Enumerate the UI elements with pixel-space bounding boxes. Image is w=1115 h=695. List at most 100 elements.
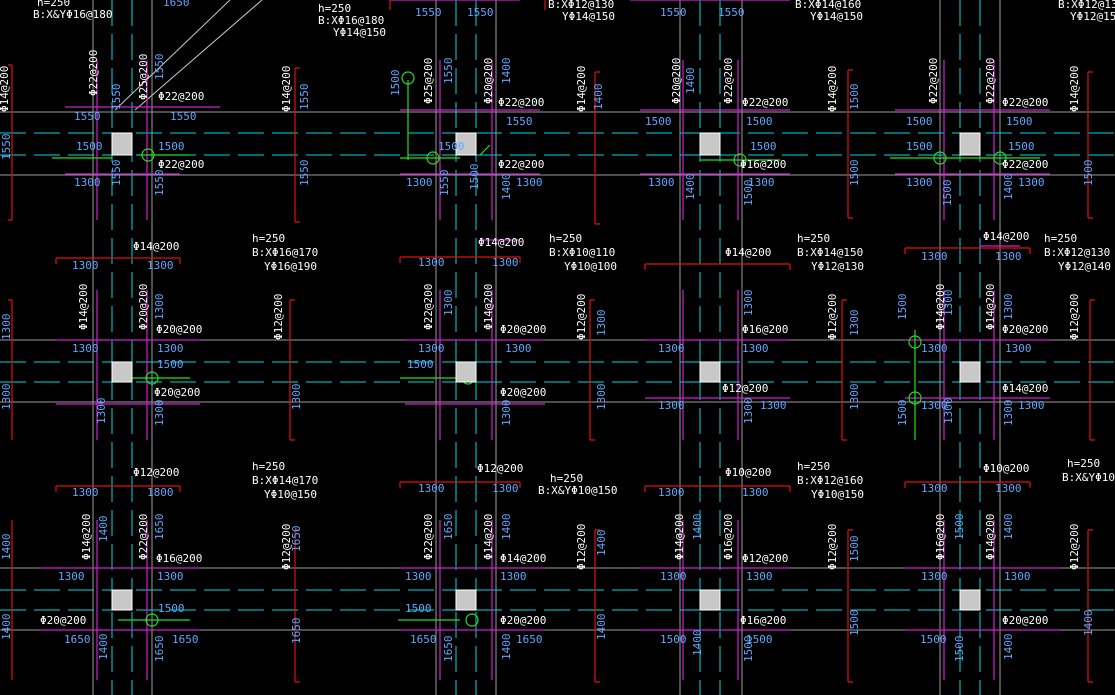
rebar-annotation-label: h=250 [1067, 457, 1100, 470]
dimension-value-label-vertical: 1650 [153, 636, 166, 663]
rebar-annotation-label: YΦ16@190 [264, 260, 317, 273]
dimension-value-label-vertical: 1500 [953, 514, 966, 541]
dimension-lines-red [8, 0, 1095, 683]
rebar-annotation-label: Φ16@200 [156, 552, 202, 565]
dimension-value-label-vertical: 1550 [110, 84, 123, 111]
dimension-value-label-vertical: 1400 [592, 84, 605, 111]
dimension-value-label-vertical: 1500 [896, 400, 909, 427]
rebar-annotation-label: Φ16@200 [740, 158, 786, 171]
dimension-value-label-vertical: 1500 [1082, 160, 1095, 187]
dimension-value-label: 1500 [920, 633, 947, 646]
dimension-value-label: 1800 [147, 486, 174, 499]
dimension-value-label: 1500 [157, 358, 184, 371]
dimension-value-label: 1300 [418, 482, 445, 495]
dimension-value-label-vertical: 1300 [742, 290, 755, 317]
dimension-value-label-vertical: 1300 [1002, 400, 1015, 427]
rebar-annotation-label-vertical: Φ12@200 [826, 524, 839, 570]
dimension-value-label-vertical: 1500 [468, 164, 481, 191]
rebar-annotation-label: YΦ12@130 [811, 260, 864, 273]
dimension-value-label: 1500 [158, 140, 185, 153]
rebar-annotation-label: Φ12@200 [742, 552, 788, 565]
dimension-value-label-vertical: 1550 [153, 54, 166, 81]
dimension-value-label-vertical: 1650 [442, 514, 455, 541]
rebar-annotation-label: YΦ10@150 [811, 488, 864, 501]
dimension-labels: 1650 1550 1550 1550 1550 1550 1550 1500 1500 1300… [58, 0, 1045, 646]
rebar-annotation-label-vertical: Φ12@200 [272, 294, 285, 340]
dimension-value-label: 1300 [58, 570, 85, 583]
dimension-value-label-vertical: 1650 [290, 618, 303, 645]
dimension-value-label-vertical: 1550 [438, 170, 451, 197]
dimension-value-label-vertical: 1500 [742, 636, 755, 663]
dimension-value-label: 1550 [467, 6, 494, 19]
dimension-value-label: 1550 [718, 6, 745, 19]
rebar-annotation-label: Φ14@200 [725, 246, 771, 259]
dimension-value-label-vertical: 1550 [298, 160, 311, 187]
rebar-annotation-label-vertical: Φ14@200 [826, 66, 839, 112]
rebar-annotation-label-vertical: Φ12@200 [575, 294, 588, 340]
dimension-value-label: 1300 [1005, 342, 1032, 355]
dimension-value-label: 1650 [163, 0, 190, 9]
dimension-value-label-vertical: 1650 [442, 636, 455, 663]
rebar-annotation-label: YΦ12@150 [1070, 10, 1115, 23]
dimension-value-label: 1300 [995, 250, 1022, 263]
rebar-annotation-label: Φ10@200 [725, 466, 771, 479]
rebar-annotation-label-vertical: Φ14@200 [482, 284, 495, 330]
rebar-annotation-label-vertical: Φ14@200 [575, 66, 588, 112]
dimension-value-label-vertical: 1300 [290, 384, 303, 411]
dimension-value-label: 1300 [742, 342, 769, 355]
dimension-value-label-vertical: 1300 [500, 400, 513, 427]
dimension-value-label: 1550 [170, 110, 197, 123]
rebar-annotation-label: Φ20@200 [1002, 323, 1048, 336]
rebar-annotation-label: h=250 [252, 460, 285, 473]
rebar-annotation-label-vertical: Φ14@200 [984, 284, 997, 330]
dimension-value-label: 1500 [746, 115, 773, 128]
rebar-annotation-label-vertical: Φ14@200 [0, 66, 11, 112]
rebar-annotation-label: h=250 [37, 0, 70, 9]
dimension-value-label: 1300 [516, 176, 543, 189]
dimension-value-label: 1500 [660, 633, 687, 646]
rebar-annotation-label: h=250 [1044, 232, 1077, 245]
dimension-value-label: 1300 [906, 176, 933, 189]
rebar-annotation-label: B:XΦ12@130 [1044, 246, 1110, 259]
dimension-value-label-vertical: 1400 [1002, 174, 1015, 201]
dimension-value-label-vertical: 1400 [1002, 514, 1015, 541]
dimension-value-label: 1300 [147, 259, 174, 272]
dimension-value-label: 1300 [658, 486, 685, 499]
rebar-annotation-label: Φ12@200 [722, 382, 768, 395]
rebar-annotation-label-vertical: Φ12@200 [575, 524, 588, 570]
rebar-annotation-label: Φ14@200 [1002, 382, 1048, 395]
dimension-value-label-vertical: 1550 [0, 134, 13, 161]
rebar-annotation-label-vertical: Φ14@200 [77, 284, 90, 330]
rebar-annotation-label-vertical: Φ22@200 [722, 58, 735, 104]
rebar-annotation-label-vertical: Φ14@200 [280, 66, 293, 112]
dimension-value-label-vertical: 1500 [848, 84, 861, 111]
rebar-annotation-label: Φ16@200 [742, 323, 788, 336]
rebar-annotation-label: Φ20@200 [1002, 614, 1048, 627]
dimension-value-label: 1300 [658, 342, 685, 355]
rebar-annotation-label: Φ20@200 [154, 386, 200, 399]
rebar-annotation-label: B:XΦ16@170 [252, 246, 318, 259]
dimension-value-label: 1300 [746, 570, 773, 583]
rebar-annotation-label: B:X&YΦ10@ [1062, 471, 1115, 484]
rebar-annotation-label: Φ20@200 [500, 323, 546, 336]
rebar-annotation-label: Φ22@200 [158, 158, 204, 171]
rebar-annotation-label-vertical: Φ14@200 [1068, 66, 1081, 112]
dimension-value-label-vertical: 1400 [684, 68, 697, 95]
dimension-value-label: 1300 [492, 482, 519, 495]
rebar-annotation-label: Φ22@200 [742, 96, 788, 109]
rebar-annotation-label-vertical: Φ14@200 [673, 514, 686, 560]
rebar-annotation-label-vertical: Φ25@200 [137, 54, 150, 100]
dimension-value-label-vertical: 1500 [848, 536, 861, 563]
dimension-value-label: 1300 [492, 256, 519, 269]
dimension-value-label: 1300 [500, 570, 527, 583]
dimension-value-label: 1300 [921, 482, 948, 495]
dimension-value-label: 1300 [921, 250, 948, 263]
rebar-annotation-label-vertical: Φ14@200 [482, 514, 495, 560]
rebar-annotation-label: B:XΦ14@170 [252, 474, 318, 487]
dimension-value-label-vertical: 1500 [848, 160, 861, 187]
rebar-annotation-label: YΦ14@150 [333, 26, 386, 39]
rebar-annotation-label: Φ20@200 [500, 614, 546, 627]
dimension-value-label: 1300 [660, 570, 687, 583]
